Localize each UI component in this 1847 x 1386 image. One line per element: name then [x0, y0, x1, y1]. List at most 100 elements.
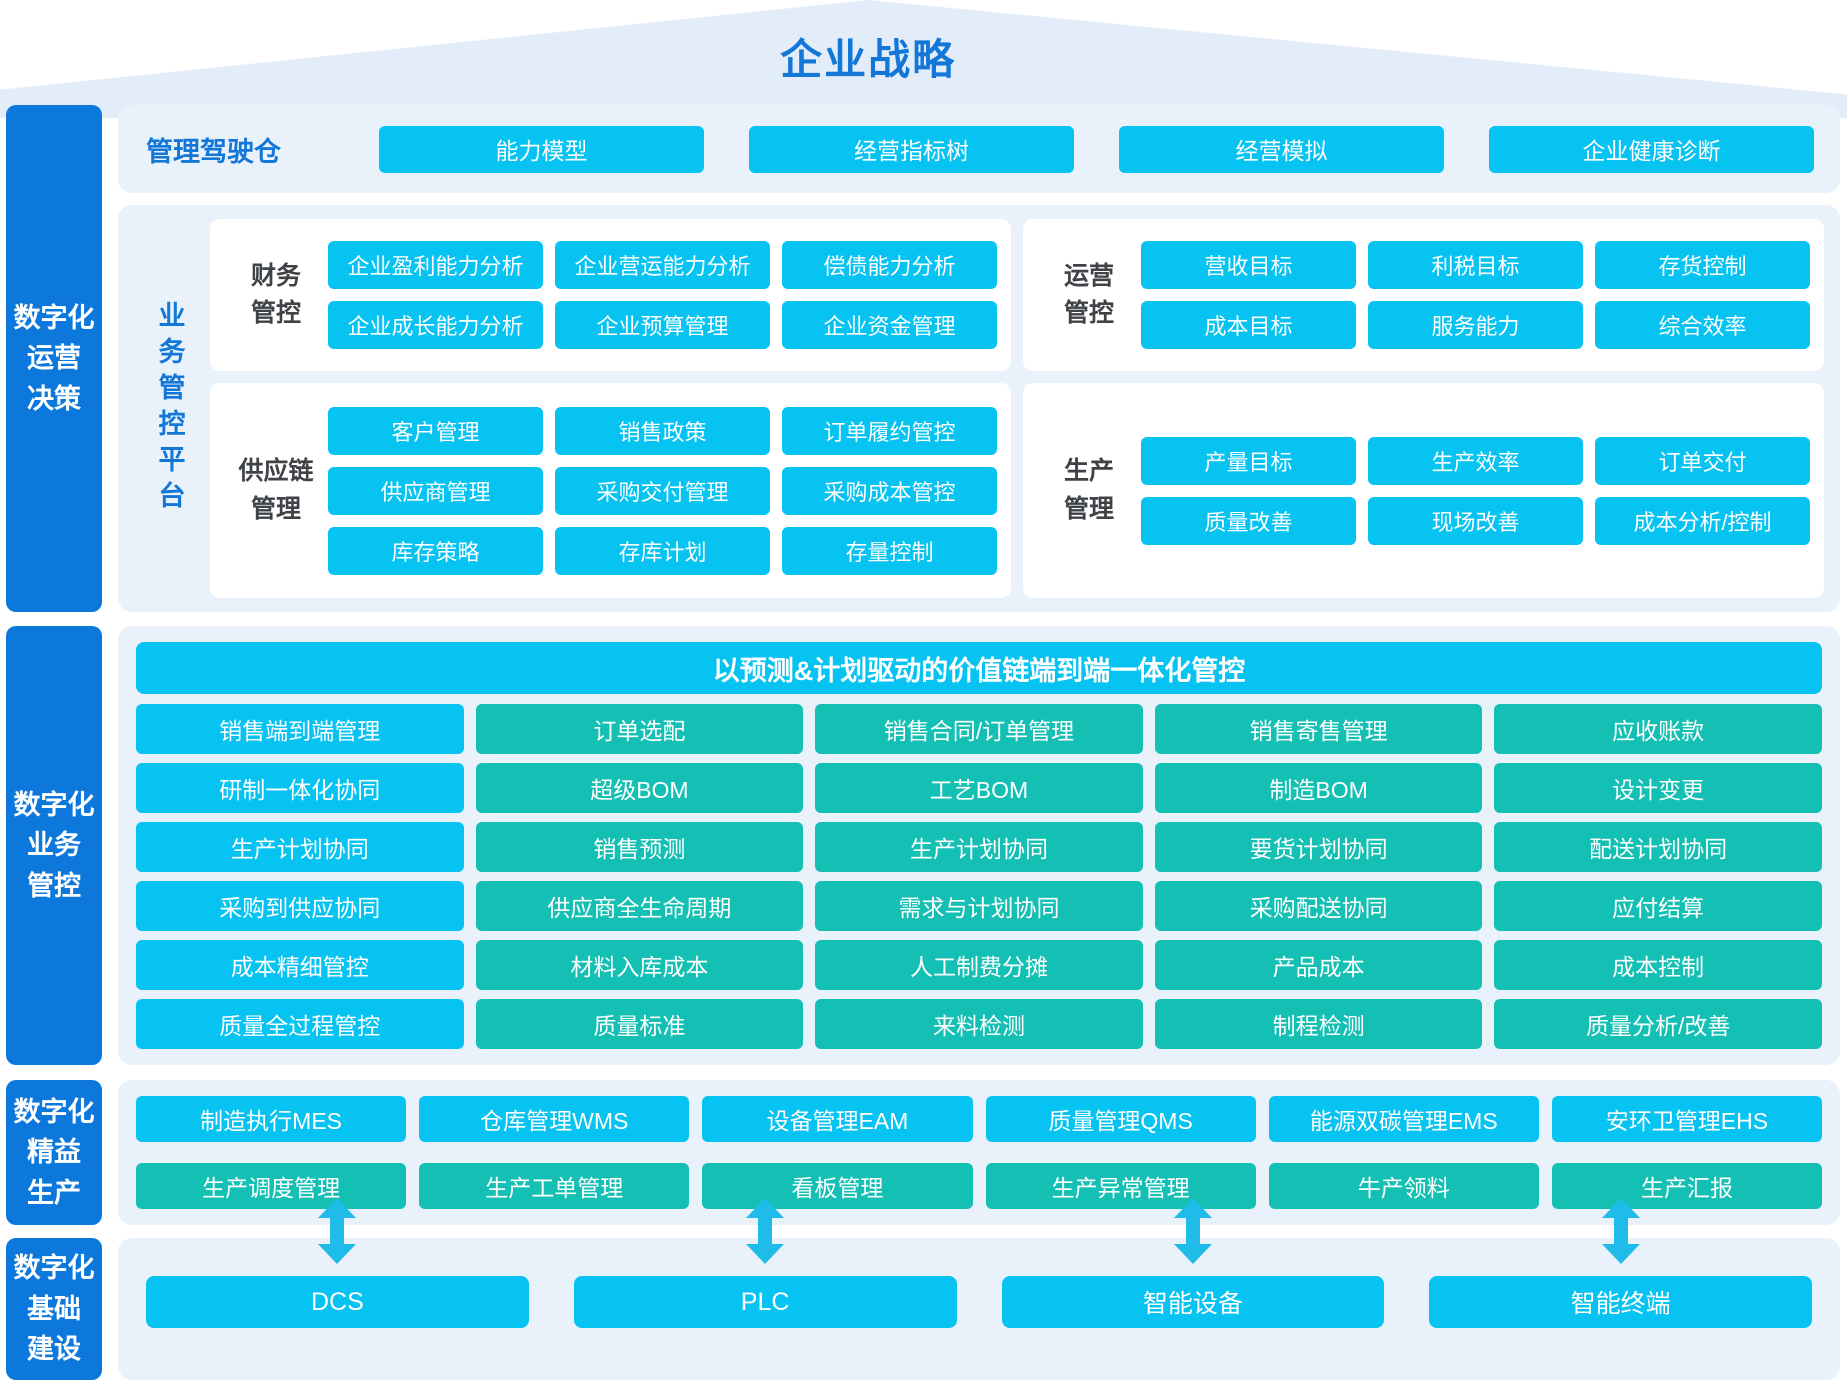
lean-system-button: 设备管理EAM	[702, 1096, 973, 1142]
finance-group-label: 财务 管控	[250, 261, 301, 328]
finance-group-panel: 财务 管控 企业盈利能力分析企业营运能力分析偿债能力分析企业成长能力分析企业预算…	[210, 219, 1011, 371]
supply-chain-group-buttons: 客户管理销售政策订单履约管控供应商管理采购交付管理采购成本管控库存策略存库计划存…	[328, 393, 997, 588]
value-chain-cell: 产品成本	[1154, 940, 1483, 990]
sidebar-section-operation-decision: 数字化 运营 决策	[6, 105, 102, 612]
capability-button: 利税目标	[1368, 241, 1583, 289]
lean-function-button: 看板管理	[702, 1163, 973, 1209]
value-chain-cell: 需求与计划协同	[815, 881, 1143, 931]
capability-button: 现场改善	[1368, 496, 1583, 545]
value-chain-row: 质量全过程管控 质量标准 来料检测 制程检测 质量分析/改善	[136, 999, 1822, 1049]
value-chain-cell: 来料检测	[815, 999, 1143, 1049]
lean-function-button: 生产汇报	[1551, 1163, 1823, 1209]
supply-chain-group-label: 供应链 管理	[238, 457, 314, 523]
value-chain-cell: 配送计划协同	[1494, 822, 1822, 872]
capability-button: 偿债能力分析	[782, 241, 997, 289]
lean-system-button: 制造执行MES	[136, 1096, 407, 1142]
cockpit-button: 经营模拟	[1119, 125, 1444, 173]
capability-button: 供应商管理	[328, 466, 543, 515]
sidebar-section-foundation: 数字化 基础 建设	[6, 1238, 102, 1380]
capability-button: 销售政策	[555, 406, 770, 455]
operation-group-panel: 运营 管控 营收目标利税目标存货控制成本目标服务能力综合效率	[1023, 219, 1824, 371]
value-chain-cell: 设计变更	[1494, 763, 1822, 813]
content-column: 管理驾驶仓 能力模型经营指标树经营模拟企业健康诊断 业务管控平台 财务 管控 企…	[118, 105, 1840, 1380]
double-arrow-icon	[746, 1198, 785, 1264]
value-chain-header: 以预测&计划驱动的价值链端到端一体化管控	[136, 642, 1822, 694]
value-chain-cell: 采购到供应协同	[136, 881, 464, 931]
value-chain-panel: 以预测&计划驱动的价值链端到端一体化管控 销售端到端管理 订单选配 销售合同/订…	[118, 626, 1840, 1065]
lean-system-button: 仓库管理WMS	[419, 1096, 690, 1142]
capability-button: 企业资金管理	[782, 301, 997, 349]
cockpit-panel: 管理驾驶仓 能力模型经营指标树经营模拟企业健康诊断	[118, 105, 1840, 193]
capability-button: 企业营运能力分析	[555, 241, 770, 289]
capability-button: 营收目标	[1141, 241, 1356, 289]
value-chain-cell: 要货计划协同	[1154, 822, 1483, 872]
double-arrow-icon	[1173, 1198, 1212, 1264]
capability-button: 成本分析/控制	[1595, 496, 1810, 545]
value-chain-cell: 应付结算	[1494, 881, 1822, 931]
arrow-slot	[1002, 1198, 1385, 1264]
capability-button: 采购成本管控	[782, 466, 997, 515]
lean-function-button: 生产异常管理	[985, 1163, 1256, 1209]
page-title: 企业战略	[780, 36, 957, 83]
capability-button: 库存策略	[328, 526, 543, 575]
lean-system-button: 安环卫管理EHS	[1551, 1096, 1823, 1142]
arrow-slot	[1429, 1198, 1812, 1264]
capability-button: 服务能力	[1368, 301, 1583, 349]
lean-functions-row: 生产调度管理生产工单管理看板管理生产异常管理牛产领料生产汇报	[136, 1163, 1823, 1209]
capability-button: 客户管理	[328, 406, 543, 455]
foundation-button: 智能设备	[1001, 1276, 1385, 1328]
double-arrow-icon	[318, 1198, 357, 1264]
lean-function-button: 生产调度管理	[136, 1163, 407, 1209]
capability-button: 生产效率	[1368, 436, 1583, 485]
capability-button: 企业成长能力分析	[328, 301, 543, 349]
value-chain-row: 采购到供应协同 供应商全生命周期 需求与计划协同 采购配送协同 应付结算	[136, 881, 1822, 931]
cockpit-label: 管理驾驶仓	[146, 136, 281, 167]
value-chain-grid: 销售端到端管理 订单选配 销售合同/订单管理 销售寄售管理 应收账款 研制一体化…	[136, 704, 1822, 1049]
platform-label: 业务管控平台	[154, 300, 185, 517]
value-chain-cell: 订单选配	[475, 704, 804, 754]
value-chain-cell: 超级BOM	[475, 763, 804, 813]
capability-button: 企业盈利能力分析	[328, 241, 543, 289]
sidebar-section-business-control: 数字化 业务 管控	[6, 626, 102, 1065]
capability-button: 综合效率	[1595, 301, 1810, 349]
value-chain-cell: 工艺BOM	[815, 763, 1143, 813]
capability-button: 存库计划	[555, 526, 770, 575]
production-group-panel: 生产 管理 产量目标生产效率订单交付质量改善现场改善成本分析/控制	[1023, 383, 1824, 598]
platform-panel: 业务管控平台 财务 管控 企业盈利能力分析企业营运能力分析偿债能力分析企业成长能…	[118, 205, 1840, 612]
value-chain-cell: 销售寄售管理	[1154, 704, 1483, 754]
connection-arrows	[118, 1198, 1840, 1264]
value-chain-cell: 生产计划协同	[136, 822, 464, 872]
cockpit-button: 经营指标树	[749, 125, 1074, 173]
sidebar-section-lean-production: 数字化 精益 生产	[6, 1080, 102, 1225]
cockpit-button: 能力模型	[379, 125, 704, 173]
lean-function-button: 生产工单管理	[419, 1163, 690, 1209]
operation-group-label: 运营 管控	[1063, 261, 1114, 328]
foundation-button: DCS	[146, 1276, 529, 1328]
value-chain-cell: 成本控制	[1494, 940, 1822, 990]
capability-button: 产量目标	[1141, 436, 1356, 485]
value-chain-cell: 生产计划协同	[815, 822, 1143, 872]
value-chain-cell: 采购配送协同	[1154, 881, 1483, 931]
value-chain-cell: 质量标准	[475, 999, 804, 1049]
lean-system-button: 质量管理QMS	[985, 1096, 1256, 1142]
capability-button: 订单交付	[1595, 436, 1810, 485]
value-chain-cell: 销售端到端管理	[136, 704, 464, 754]
lean-function-button: 牛产领料	[1268, 1163, 1539, 1209]
capability-button: 存货控制	[1595, 241, 1810, 289]
value-chain-row: 成本精细管控 材料入库成本 人工制费分摊 产品成本 成本控制	[136, 940, 1822, 990]
capability-button: 采购交付管理	[555, 466, 770, 515]
supply-chain-group-panel: 供应链 管理 客户管理销售政策订单履约管控供应商管理采购交付管理采购成本管控库存…	[210, 383, 1011, 598]
value-chain-cell: 人工制费分摊	[815, 940, 1143, 990]
value-chain-cell: 研制一体化协同	[136, 763, 464, 813]
capability-button: 订单履约管控	[782, 406, 997, 455]
operation-group-buttons: 营收目标利税目标存货控制成本目标服务能力综合效率	[1141, 229, 1810, 361]
value-chain-cell: 应收账款	[1494, 704, 1822, 754]
foundation-button: PLC	[573, 1276, 957, 1328]
production-group-buttons: 产量目标生产效率订单交付质量改善现场改善成本分析/控制	[1141, 393, 1810, 588]
value-chain-cell: 制造BOM	[1154, 763, 1483, 813]
value-chain-cell: 成本精细管控	[136, 940, 464, 990]
cockpit-button: 企业健康诊断	[1489, 125, 1814, 173]
